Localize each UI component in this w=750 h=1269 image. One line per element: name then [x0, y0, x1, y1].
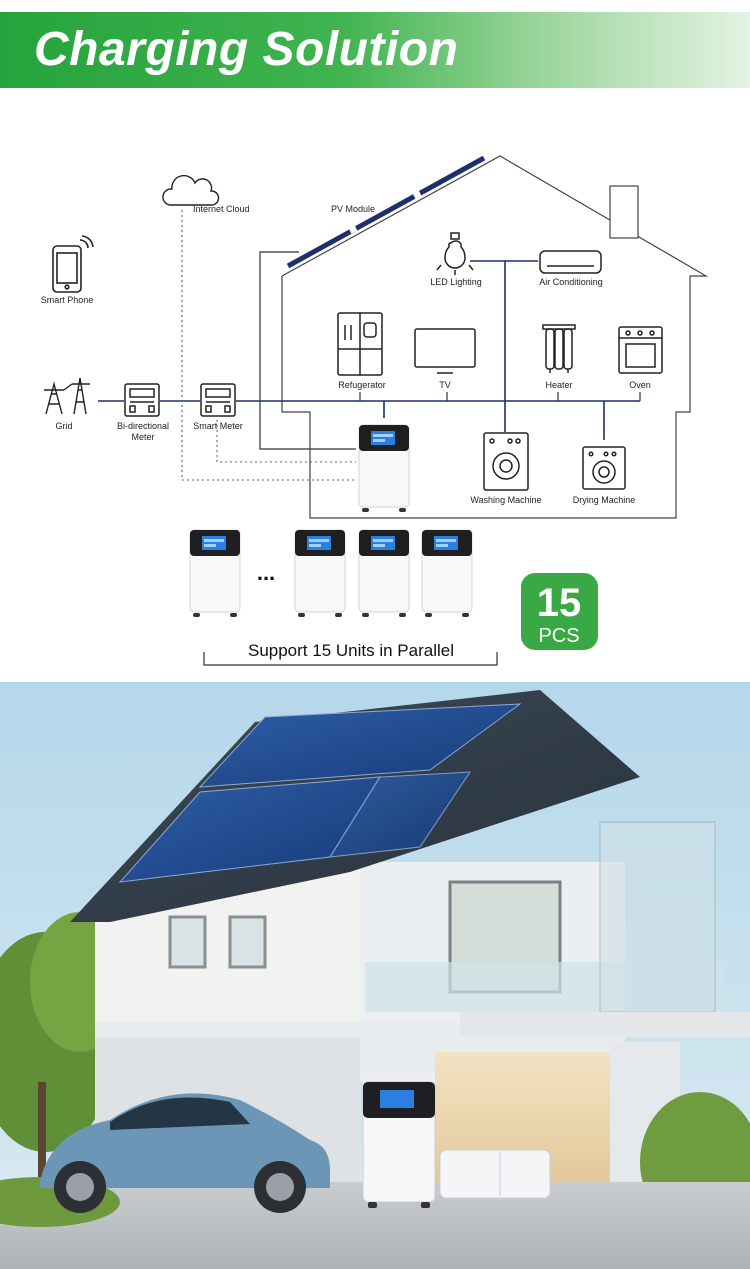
badge-unit: PCS — [538, 625, 579, 647]
roof-solar-panels — [118, 703, 522, 883]
battery-unit-3 — [358, 529, 410, 618]
internet-cloud-label: Internet Cloud — [193, 204, 250, 214]
led-lighting-label: LED Lighting — [430, 277, 482, 287]
grid-label: Grid — [55, 421, 72, 431]
bidirectional-meter-icon — [124, 383, 160, 417]
refrigerator-icon — [337, 312, 383, 376]
smart-phone-icon — [52, 235, 94, 293]
washing-machine-icon — [483, 432, 529, 491]
tv-icon — [414, 328, 476, 374]
heater-icon — [542, 324, 576, 373]
refrigerator-label: Refugerator — [338, 380, 386, 390]
oven-icon — [618, 326, 663, 374]
house-photo — [0, 682, 750, 1269]
air-conditioner-icon — [539, 250, 602, 274]
drying-machine-label: Drying Machine — [573, 495, 636, 505]
badge-number: 15 — [537, 581, 582, 625]
parallel-ellipsis: ... — [257, 560, 275, 585]
pv-module-panels — [286, 155, 486, 269]
banner-gradient — [0, 12, 750, 88]
battery-unit-1 — [189, 529, 241, 618]
house-outline — [281, 155, 709, 519]
smart-meter-label: Smart Meter — [193, 421, 243, 431]
electric-car — [40, 1093, 330, 1213]
smart-meter-icon — [200, 383, 236, 417]
bidirectional-meter-label-1: Bi-directional — [117, 421, 169, 431]
air-conditioning-label: Air Conditioning — [539, 277, 603, 287]
oven-label: Oven — [629, 380, 651, 390]
washing-machine-label: Washing Machine — [470, 495, 541, 505]
grid-tower-icon — [44, 377, 90, 415]
pcs-badge — [521, 573, 598, 650]
battery-unit-main — [358, 424, 410, 513]
wiring-lines — [98, 210, 641, 481]
cloud-icon — [162, 174, 220, 206]
pv-module-label: PV Module — [331, 204, 375, 214]
drying-machine-icon — [582, 446, 626, 490]
home-energy-diagram: Internet Cloud PV Module Smart Phone LED… — [41, 155, 709, 666]
house-building — [95, 792, 750, 1082]
bidirectional-meter-label-2: Meter — [131, 432, 154, 442]
led-bulb-icon — [436, 232, 474, 275]
smart-phone-label: Smart Phone — [41, 295, 94, 305]
heater-label: Heater — [545, 380, 572, 390]
tv-label: TV — [439, 380, 451, 390]
header-banner: Charging Solution — [0, 0, 750, 88]
parallel-caption: Support 15 Units in Parallel — [248, 641, 454, 660]
page-title: Charging Solution — [34, 23, 459, 76]
battery-unit-4 — [421, 529, 473, 618]
photo-battery-unit — [362, 1081, 436, 1208]
battery-unit-2 — [294, 529, 346, 618]
photo-battery-stack — [439, 1149, 551, 1199]
caption-bracket — [203, 652, 498, 666]
